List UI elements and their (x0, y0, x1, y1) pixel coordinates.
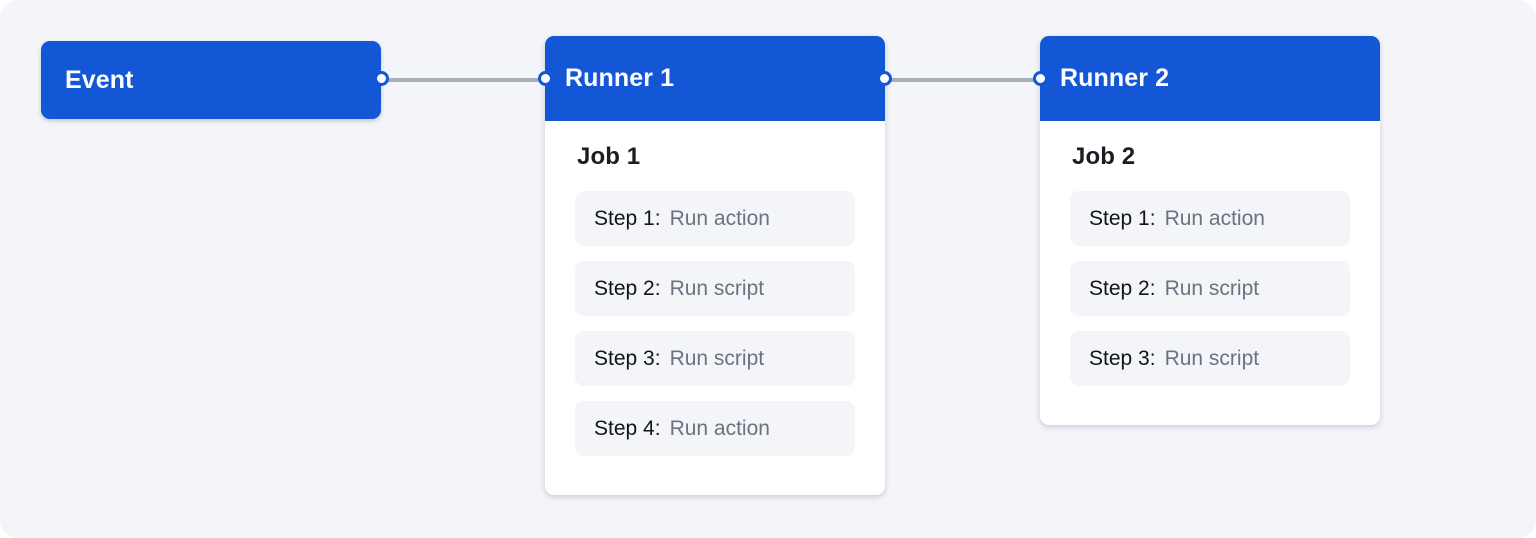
step-value: Run action (669, 416, 770, 440)
node-event[interactable]: Event (41, 41, 381, 119)
step-row[interactable]: Step 1: Run action (1070, 191, 1350, 246)
step-value: Run script (669, 346, 765, 370)
edge-event-to-runner1 (381, 78, 539, 82)
step-label: Step 1: (1089, 206, 1156, 230)
step-label: Step 4: (594, 416, 661, 440)
port-event-output[interactable] (374, 71, 389, 86)
step-value: Run script (1164, 276, 1260, 300)
step-row[interactable]: Step 4: Run action (575, 401, 855, 456)
step-label: Step 2: (594, 276, 661, 300)
step-row[interactable]: Step 2: Run script (575, 261, 855, 316)
node-runner1-steps: Step 1: Run action Step 2: Run script St… (575, 191, 855, 456)
node-runner2-title: Runner 2 (1060, 64, 1170, 92)
node-runner1-header: Runner 1 (545, 36, 885, 121)
node-runner2-header: Runner 2 (1040, 36, 1380, 121)
step-label: Step 3: (594, 346, 661, 370)
step-label: Step 1: (594, 206, 661, 230)
node-runner2[interactable]: Runner 2 Job 2 Step 1: Run action Step 2… (1040, 36, 1380, 425)
port-runner2-input[interactable] (1033, 71, 1048, 86)
port-runner1-output[interactable] (877, 71, 892, 86)
step-label: Step 3: (1089, 346, 1156, 370)
port-runner1-input[interactable] (538, 71, 553, 86)
step-value: Run script (1164, 346, 1260, 370)
step-value: Run action (669, 206, 770, 230)
node-runner1-job-title: Job 1 (577, 143, 641, 170)
step-row[interactable]: Step 3: Run script (1070, 331, 1350, 386)
step-row[interactable]: Step 1: Run action (575, 191, 855, 246)
node-runner2-job-title: Job 2 (1072, 143, 1136, 170)
node-event-label: Event (65, 65, 134, 94)
node-runner2-steps: Step 1: Run action Step 2: Run script St… (1070, 191, 1350, 386)
step-value: Run script (669, 276, 765, 300)
node-runner1[interactable]: Runner 1 Job 1 Step 1: Run action Step 2… (545, 36, 885, 495)
step-row[interactable]: Step 2: Run script (1070, 261, 1350, 316)
node-runner1-body: Job 1 Step 1: Run action Step 2: Run scr… (545, 121, 885, 495)
step-value: Run action (1164, 206, 1265, 230)
step-label: Step 2: (1089, 276, 1156, 300)
step-row[interactable]: Step 3: Run script (575, 331, 855, 386)
node-runner2-body: Job 2 Step 1: Run action Step 2: Run scr… (1040, 121, 1380, 425)
node-runner1-title: Runner 1 (565, 64, 675, 92)
edge-runner1-to-runner2 (884, 78, 1036, 82)
